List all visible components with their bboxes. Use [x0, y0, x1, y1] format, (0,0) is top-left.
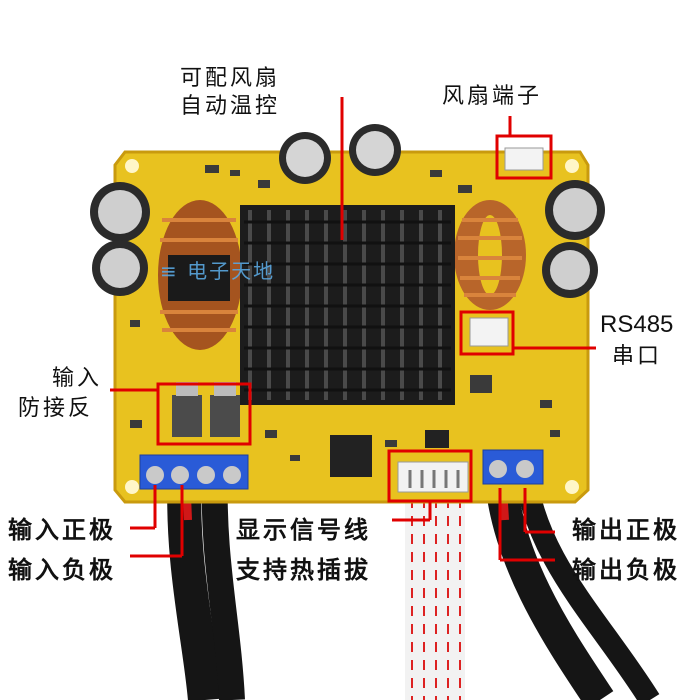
- label-reverse-protection: 防接反: [18, 396, 94, 421]
- label-input-negative: 输入负极: [8, 556, 116, 584]
- label-fan-configurable: 可配风扇: [180, 66, 281, 91]
- input-screw-terminal: [139, 454, 249, 490]
- display-header: [397, 461, 469, 493]
- cables: [167, 468, 660, 700]
- heatsink: [240, 205, 455, 405]
- capacitor-top: [279, 124, 401, 184]
- inductor-right: [454, 200, 526, 310]
- label-input-positive: 输入正极: [8, 516, 116, 544]
- capacitor-left: [90, 182, 150, 296]
- ribbon-cable: [405, 478, 465, 700]
- label-rs485: RS485: [600, 311, 674, 338]
- output-screw-terminal: [482, 449, 544, 485]
- label-display-signal-line: 显示信号线: [236, 516, 371, 544]
- inductor-left: [158, 200, 242, 350]
- label-auto-temp-control: 自动温控: [180, 94, 281, 119]
- watermark: ≡ 电子天地: [160, 259, 276, 283]
- label-hot-plug-support: 支持热插拔: [236, 556, 371, 584]
- ic-chip: [330, 430, 449, 477]
- label-output-positive: 输出正极: [572, 516, 680, 544]
- label-output-negative: 输出负极: [572, 556, 680, 584]
- rs485-connector: [469, 317, 509, 347]
- capacitor-right: [542, 180, 605, 298]
- smd-components: [130, 165, 560, 461]
- label-serial-port: 串口: [612, 344, 663, 369]
- callouts: [110, 97, 596, 562]
- label-input: 输入: [52, 366, 103, 391]
- label-fan-terminal: 风扇端子: [442, 84, 543, 109]
- fan-terminal-connector: [504, 147, 544, 171]
